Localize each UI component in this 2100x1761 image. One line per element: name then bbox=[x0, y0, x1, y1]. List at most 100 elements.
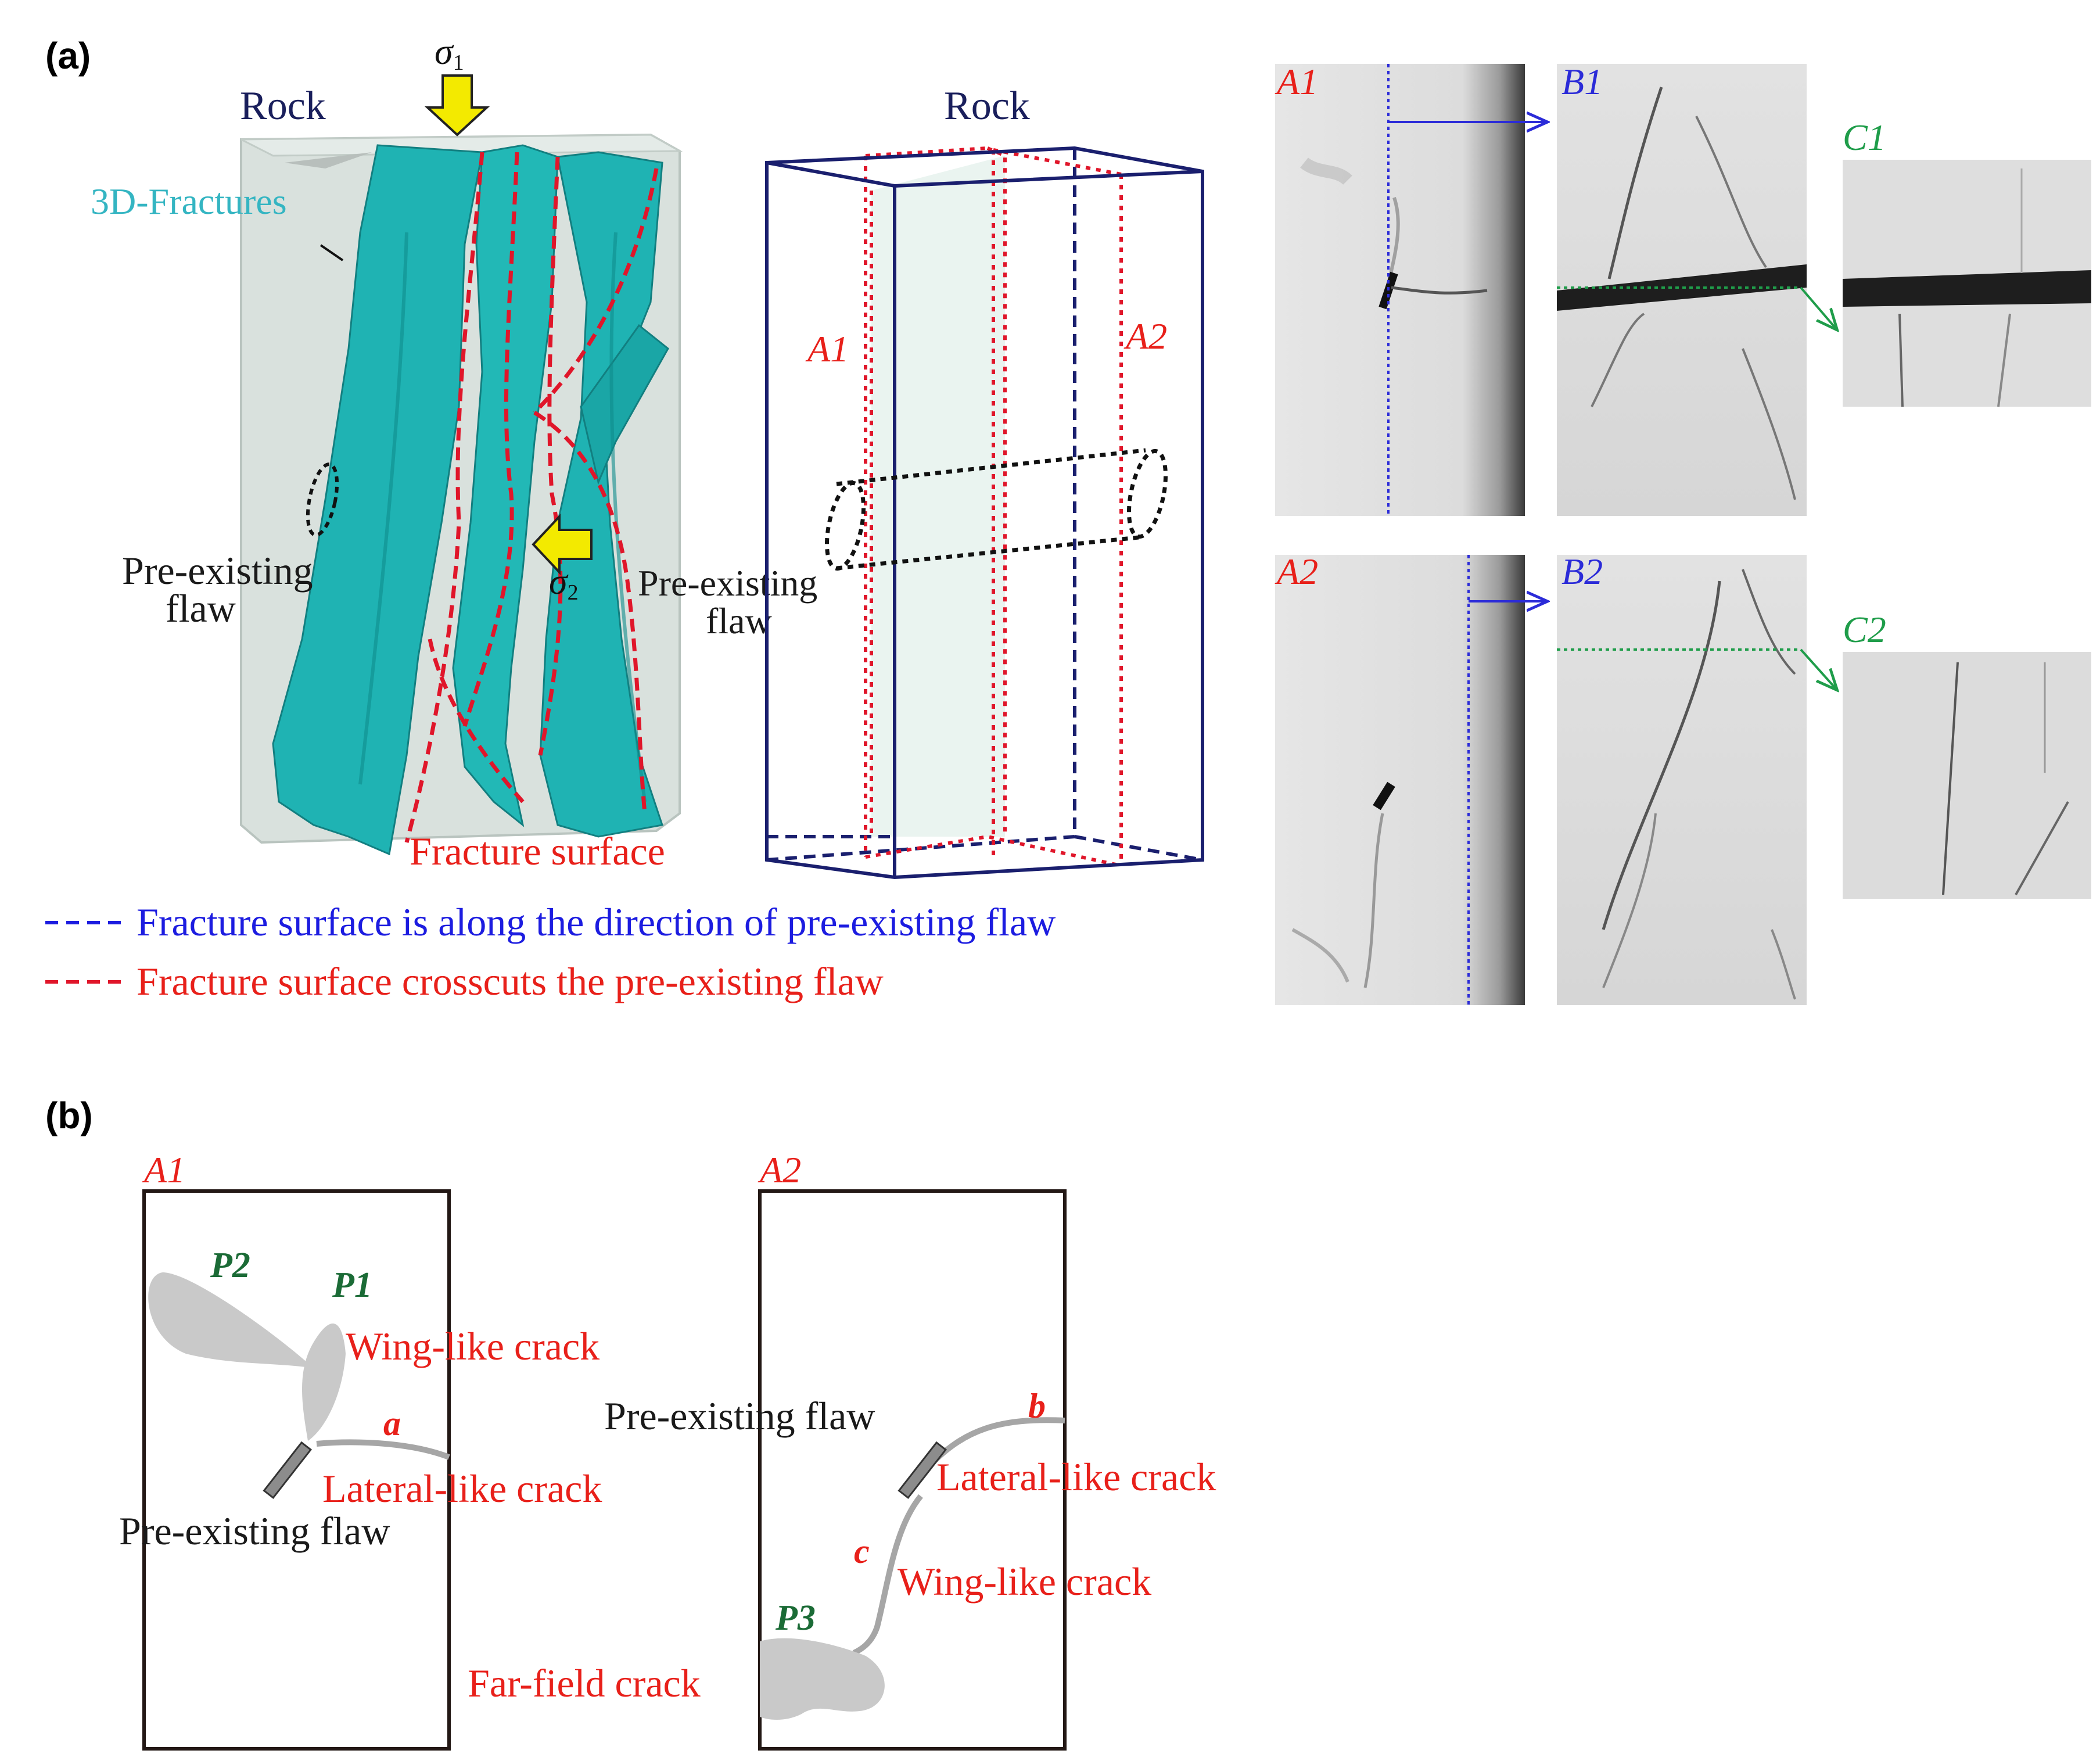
ct-c2-crack bbox=[1942, 662, 1959, 895]
label-p2: P2 bbox=[210, 1246, 250, 1285]
label-a: a bbox=[383, 1404, 401, 1443]
crack-wing-c bbox=[852, 1494, 923, 1656]
ct-a2-flaw bbox=[1373, 781, 1395, 810]
ct-b2-crack bbox=[1602, 813, 1657, 988]
legend-text-red: Fracture surface crosscuts the pre-exist… bbox=[137, 959, 884, 1003]
ct-label-c1: C1 bbox=[1843, 117, 1886, 158]
sketch-a2: A2 Pre-existing flaw b Lateral-like crac… bbox=[468, 1149, 1216, 1751]
sigma1-arrow bbox=[424, 74, 490, 137]
ct-b1-crack bbox=[1742, 348, 1796, 500]
shaded-plane bbox=[871, 156, 1005, 837]
flaw-label-3d-right-line1: Pre-existing bbox=[638, 562, 817, 604]
ct-b1-crack bbox=[1695, 116, 1767, 268]
shade-streak bbox=[609, 232, 647, 802]
ct-image-c2 bbox=[1843, 652, 2091, 899]
ct-c1-crack bbox=[1997, 313, 2011, 407]
fracture-surface-branch bbox=[580, 324, 669, 485]
crack-lateral-a bbox=[316, 1439, 450, 1460]
crack-p1-root bbox=[303, 1368, 314, 1441]
flaw-a2 bbox=[898, 1441, 947, 1500]
crack-p1-wing bbox=[302, 1323, 346, 1441]
label-wing-a2: Wing-like crack bbox=[898, 1559, 1151, 1604]
flaw-ellipse-3d bbox=[306, 462, 339, 537]
sigma2-label: σ2 bbox=[549, 561, 579, 605]
rock-label-schematic: Rock bbox=[944, 84, 1030, 128]
ct-a1-lateral bbox=[1391, 286, 1488, 295]
ct-b2-crack bbox=[1771, 929, 1796, 1000]
ct-label-b1: B1 bbox=[1561, 61, 1603, 102]
box-outline bbox=[765, 146, 1204, 880]
fracture-surface-middle bbox=[452, 144, 559, 827]
sketch-a1-frame bbox=[142, 1189, 451, 1751]
fractures-label: 3D-Fractures bbox=[91, 181, 287, 222]
ct-a2-crack bbox=[1291, 928, 1349, 983]
ct-label-a1: A1 bbox=[1275, 61, 1318, 102]
ct-label-b2: B2 bbox=[1561, 551, 1603, 592]
fracture-surface-right bbox=[539, 151, 663, 838]
crosscut-trace-5 bbox=[533, 411, 647, 814]
plane-a1-right bbox=[986, 146, 1007, 837]
schematic-box: Rock A1 A2 bbox=[765, 84, 1204, 880]
label-far-field: Far-field crack bbox=[468, 1661, 701, 1705]
legend: Fracture surface is along the direction … bbox=[45, 900, 1056, 1003]
ct-images: A1 B1 C1 A2 B2 bbox=[1275, 61, 2091, 1005]
ct-c1-flaw-band bbox=[1843, 270, 2091, 307]
label-flaw-a1: Pre-existing flaw bbox=[119, 1509, 390, 1553]
legend-text-blue: Fracture surface is along the direction … bbox=[137, 900, 1056, 944]
ct-b1-arrow bbox=[1800, 286, 1836, 328]
ct-b2-arrow bbox=[1800, 648, 1836, 688]
label-c: c bbox=[854, 1532, 870, 1570]
crosscut-trace-6 bbox=[428, 639, 525, 804]
ct-c1-crack bbox=[1898, 313, 1904, 407]
ct-label-a2: A2 bbox=[1275, 551, 1318, 592]
flaw-label-3d-right-line2: flaw bbox=[706, 600, 772, 641]
fracture-sliver bbox=[285, 152, 372, 168]
ct-c2-crack bbox=[2015, 801, 2069, 895]
fracture-3d-model: Rock 3D-Fractures σ1 σ2 Pre-existing fla… bbox=[91, 31, 817, 873]
label-wing-a1: Wing-like crack bbox=[346, 1324, 600, 1368]
ct-a1-smudge bbox=[1300, 157, 1352, 185]
label-p3: P3 bbox=[775, 1598, 816, 1638]
sketch-a2-frame bbox=[758, 1189, 1067, 1751]
rock-label-3d: Rock bbox=[240, 84, 326, 128]
label-lateral-a1: Lateral-like crack bbox=[322, 1466, 602, 1511]
plane-a2-top bbox=[993, 148, 1122, 176]
panel-b-label: (b) bbox=[45, 1095, 93, 1136]
sigma1-label: σ1 bbox=[435, 31, 464, 75]
ct-b1-crack bbox=[1591, 313, 1645, 407]
label-flaw-a2: Pre-existing flaw bbox=[604, 1394, 875, 1438]
ct-b2-crack bbox=[1602, 580, 1721, 930]
ct-b1-crack bbox=[1607, 87, 1663, 279]
ct-label-c2: C2 bbox=[1843, 609, 1886, 650]
box-hidden-bottom-2 bbox=[1074, 835, 1203, 862]
ct-image-a2 bbox=[1275, 555, 1525, 1005]
crack-far-field-p3 bbox=[760, 1638, 885, 1720]
plane-a2-label: A2 bbox=[1123, 315, 1167, 357]
flaw-label-3d-line1: Pre-existing bbox=[122, 548, 313, 593]
fracture-surface-left bbox=[272, 144, 483, 856]
flaw-cylinder bbox=[824, 448, 1168, 571]
plane-a1-label: A1 bbox=[805, 328, 849, 370]
ct-b2-crack bbox=[1742, 569, 1796, 675]
rock-block-top bbox=[240, 134, 683, 157]
ct-b1-flaw-band bbox=[1557, 264, 1807, 311]
flaw-label-3d-line2: flaw bbox=[166, 586, 236, 630]
crosscut-trace-1 bbox=[404, 152, 484, 843]
label-lateral-a2: Lateral-like crack bbox=[936, 1455, 1216, 1499]
ct-image-b2 bbox=[1557, 555, 1807, 1005]
sketch-a2-title: A2 bbox=[758, 1149, 801, 1190]
flaw-a1 bbox=[263, 1441, 313, 1500]
crosscut-trace-4 bbox=[533, 168, 659, 414]
ct-a2-crack bbox=[1363, 813, 1384, 988]
sketch-a1: A1 P2 P1 Wing-like crack a Lateral-like … bbox=[119, 1149, 602, 1751]
label-p1: P1 bbox=[332, 1265, 372, 1305]
shade-streak bbox=[358, 232, 408, 785]
crack-p2-blob bbox=[148, 1272, 314, 1368]
panel-a-label: (a) bbox=[45, 35, 91, 77]
fractures-leader bbox=[320, 244, 344, 261]
sketch-a1-title: A1 bbox=[142, 1149, 185, 1190]
fracture-surface-label: Fracture surface bbox=[410, 829, 665, 873]
label-b: b bbox=[1028, 1387, 1046, 1425]
sigma2-arrow bbox=[532, 513, 593, 576]
